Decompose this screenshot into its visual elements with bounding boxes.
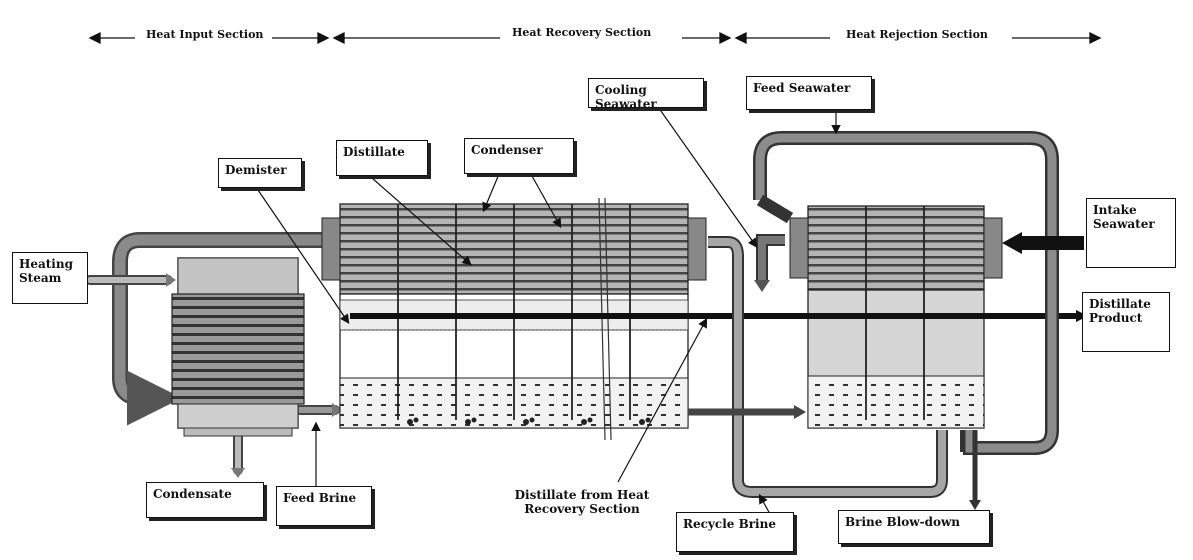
section-title-heat-input: Heat Input Section: [146, 28, 264, 41]
label-demister: Demister: [218, 158, 302, 188]
label-recycle-brine: Recycle Brine: [676, 512, 794, 552]
label-condensate: Condensate: [146, 482, 264, 518]
recycle-brine-pipe: [708, 236, 948, 498]
label-distillate-product: Distillate Product: [1082, 292, 1170, 352]
label-cooling-seawater: Cooling Seawater: [588, 78, 704, 111]
section-arrows: [88, 31, 1102, 45]
brine-transfer-line: [688, 405, 806, 419]
label-brine-blowdown: Brine Blow-down: [838, 510, 990, 544]
label-condenser: Condenser: [464, 138, 574, 174]
label-distillate: Distillate: [336, 140, 428, 176]
cooling-seawater-outlet: [754, 234, 785, 292]
annotation-arrows: [257, 103, 841, 515]
intake-seawater-arrow: [1002, 232, 1084, 254]
label-intake-seawater: Intake Seawater: [1086, 198, 1176, 268]
label-feed-brine: Feed Brine: [276, 486, 372, 526]
brine-blowdown-line: [960, 430, 981, 510]
brine-heater: [171, 257, 305, 437]
feed-seawater-pipe: [753, 131, 1059, 455]
label-distillate-from-recovery: Distillate from Heat Recovery Section: [514, 488, 650, 516]
label-heating-steam: Heating Steam: [12, 252, 88, 304]
label-feed-seawater: Feed Seawater: [746, 76, 872, 110]
section-title-heat-recovery: Heat Recovery Section: [512, 26, 652, 39]
section-title-heat-rejection: Heat Rejection Section: [846, 28, 988, 41]
brine-heater-pipes: [85, 232, 342, 478]
